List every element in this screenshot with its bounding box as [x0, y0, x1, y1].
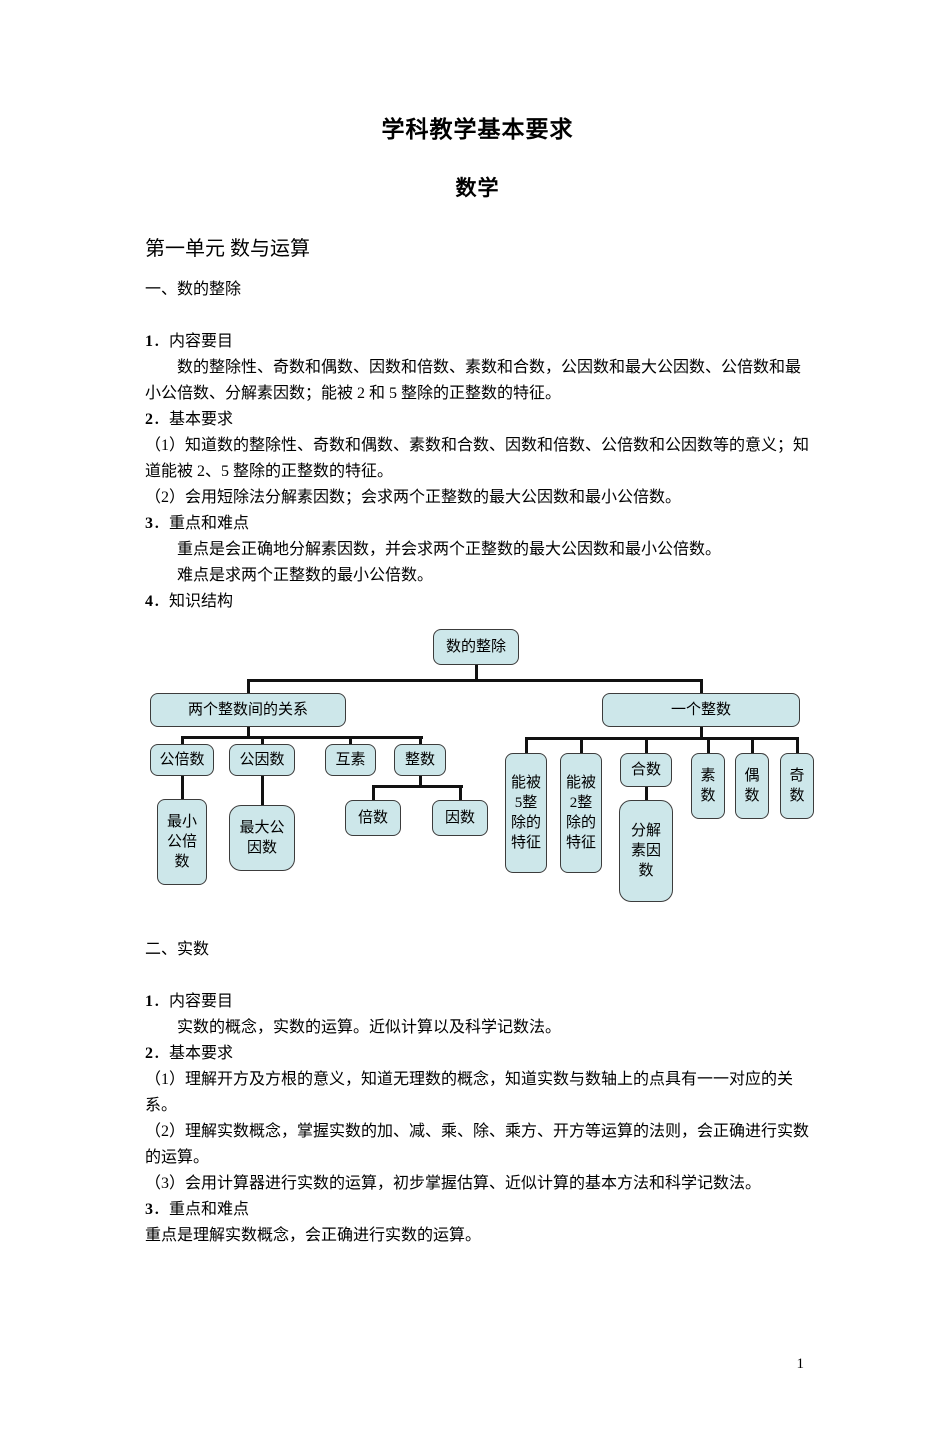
knowledge-structure-diagram: 数的整除 两个整数间的关系 一个整数 公倍数 公因数 互素 整数 最小公倍数 最… — [145, 619, 814, 909]
paragraph-key-point: 重点是理解实数概念，会正确进行实数的运算。 — [145, 1227, 482, 1244]
item-number: 2 — [145, 411, 153, 428]
connector-line — [645, 737, 648, 755]
connector-line — [645, 785, 648, 802]
paragraph-key-point: 重点是会正确地分解素因数，并会求两个正整数的最大公因数和最小公倍数。 — [177, 541, 722, 558]
connector-line — [419, 736, 422, 746]
node-odd-number: 奇数 — [780, 753, 814, 819]
node-least-common-multiple: 最小公倍数 — [157, 799, 207, 885]
item-label: ．基本要求 — [153, 411, 234, 428]
node-integer: 整数 — [394, 744, 446, 776]
connector-line — [796, 737, 799, 755]
connector-line — [261, 774, 264, 807]
node-divisible-by-5-feature: 能被5整除的特征 — [505, 753, 547, 873]
connector-line — [475, 663, 478, 681]
numbered-item-key-points: 3．重点和难点 — [145, 511, 810, 537]
section1-heading: 一、数的整除 — [145, 281, 242, 298]
node-one-integer: 一个整数 — [602, 693, 800, 727]
node-factor: 因数 — [432, 800, 488, 836]
connector-line — [580, 737, 583, 755]
unit-heading: 第一单元 数与运算 — [145, 238, 310, 260]
connector-line — [181, 736, 423, 739]
connector-line — [751, 737, 754, 755]
node-composite-number: 合数 — [620, 753, 672, 787]
connector-line — [707, 737, 710, 755]
node-greatest-common-factor: 最大公因数 — [229, 805, 295, 871]
paragraph-requirement-1: （1）理解开方及方根的意义，知道无理数的概念，知道实数与数轴上的点具有一一对应的… — [145, 1071, 794, 1114]
connector-line — [247, 679, 703, 682]
item-label: ．知识结构 — [153, 593, 234, 610]
page-content: 学科教学基本要求 数学 第一单元 数与运算 一、数的整除 1．内容要目 数的整除… — [0, 110, 950, 1249]
connector-line — [261, 736, 264, 746]
item-number: 3 — [145, 1201, 153, 1218]
numbered-item-requirements: 2．基本要求 — [145, 1041, 810, 1067]
page-number: 1 — [796, 1356, 805, 1372]
document-page: { "doc": { "title": "学科教学基本要求", "subtitl… — [0, 110, 950, 1454]
connector-line — [419, 774, 422, 788]
item-label: ．重点和难点 — [153, 515, 250, 532]
section1-body: 1．内容要目 数的整除性、奇数和偶数、因数和倍数、素数和合数，公因数和最大公因数… — [145, 329, 810, 615]
item-label: ．内容要目 — [153, 333, 234, 350]
connector-line — [349, 736, 352, 746]
item-number: 1 — [145, 333, 153, 350]
connector-line — [247, 679, 250, 695]
item-label: ．基本要求 — [153, 1045, 234, 1062]
connector-line — [181, 736, 184, 746]
connector-line — [525, 737, 799, 740]
numbered-item-requirements: 2．基本要求 — [145, 407, 810, 433]
connector-line — [700, 725, 703, 740]
item-label: ．内容要目 — [153, 993, 234, 1010]
node-root-number-divisibility: 数的整除 — [433, 629, 519, 665]
section2-heading: 二、实数 — [145, 941, 210, 958]
item-number: 4 — [145, 593, 153, 610]
node-prime-factorization: 分解素因数 — [619, 800, 673, 902]
item-number: 1 — [145, 993, 153, 1010]
section2-body: 1．内容要目 实数的概念，实数的运算。近似计算以及科学记数法。 2．基本要求 （… — [145, 989, 810, 1249]
node-common-factor: 公因数 — [229, 744, 295, 776]
paragraph-requirement-1: （1）知道数的整除性、奇数和偶数、素数和合数、因数和倍数、公倍数和公因数等的意义… — [145, 437, 810, 480]
connector-line — [247, 725, 250, 739]
node-common-multiple: 公倍数 — [150, 744, 214, 776]
paragraph-requirement-2: （2）理解实数概念，掌握实数的加、减、乘、除、乘方、开方等运算的法则，会正确进行… — [145, 1123, 810, 1166]
paragraph-content-outline: 实数的概念，实数的运算。近似计算以及科学记数法。 — [177, 1019, 562, 1036]
item-number: 3 — [145, 515, 153, 532]
document-subtitle: 数学 — [455, 176, 500, 200]
connector-line — [372, 785, 375, 802]
numbered-item-key-points: 3．重点和难点 — [145, 1197, 810, 1223]
connector-line — [372, 785, 463, 788]
connector-line — [700, 679, 703, 695]
document-title: 学科教学基本要求 — [381, 117, 574, 142]
connector-line — [459, 785, 462, 802]
node-multiple: 倍数 — [345, 800, 401, 836]
connector-line — [181, 774, 184, 801]
item-number: 2 — [145, 1045, 153, 1062]
connector-line — [525, 737, 528, 755]
item-label: ．重点和难点 — [153, 1201, 250, 1218]
numbered-item-content: 1．内容要目 — [145, 989, 810, 1015]
node-even-number: 偶数 — [735, 753, 769, 819]
paragraph-difficulty: 难点是求两个正整数的最小公倍数。 — [177, 567, 434, 584]
numbered-item-knowledge-structure: 4．知识结构 — [145, 589, 810, 615]
paragraph-requirement-2: （2）会用短除法分解素因数；会求两个正整数的最大公因数和最小公倍数。 — [145, 489, 682, 506]
numbered-item-content: 1．内容要目 — [145, 329, 810, 355]
paragraph-content-outline: 数的整除性、奇数和偶数、因数和倍数、素数和合数，公因数和最大公因数、公倍数和最小… — [145, 359, 802, 402]
paragraph-requirement-3: （3）会用计算器进行实数的运算，初步掌握估算、近似计算的基本方法和科学记数法。 — [145, 1175, 762, 1192]
node-prime-number: 素数 — [691, 753, 725, 819]
node-relation-between-two-integers: 两个整数间的关系 — [150, 693, 346, 727]
node-divisible-by-2-feature: 能被2整除的特征 — [560, 753, 602, 873]
node-coprime: 互素 — [325, 744, 376, 776]
